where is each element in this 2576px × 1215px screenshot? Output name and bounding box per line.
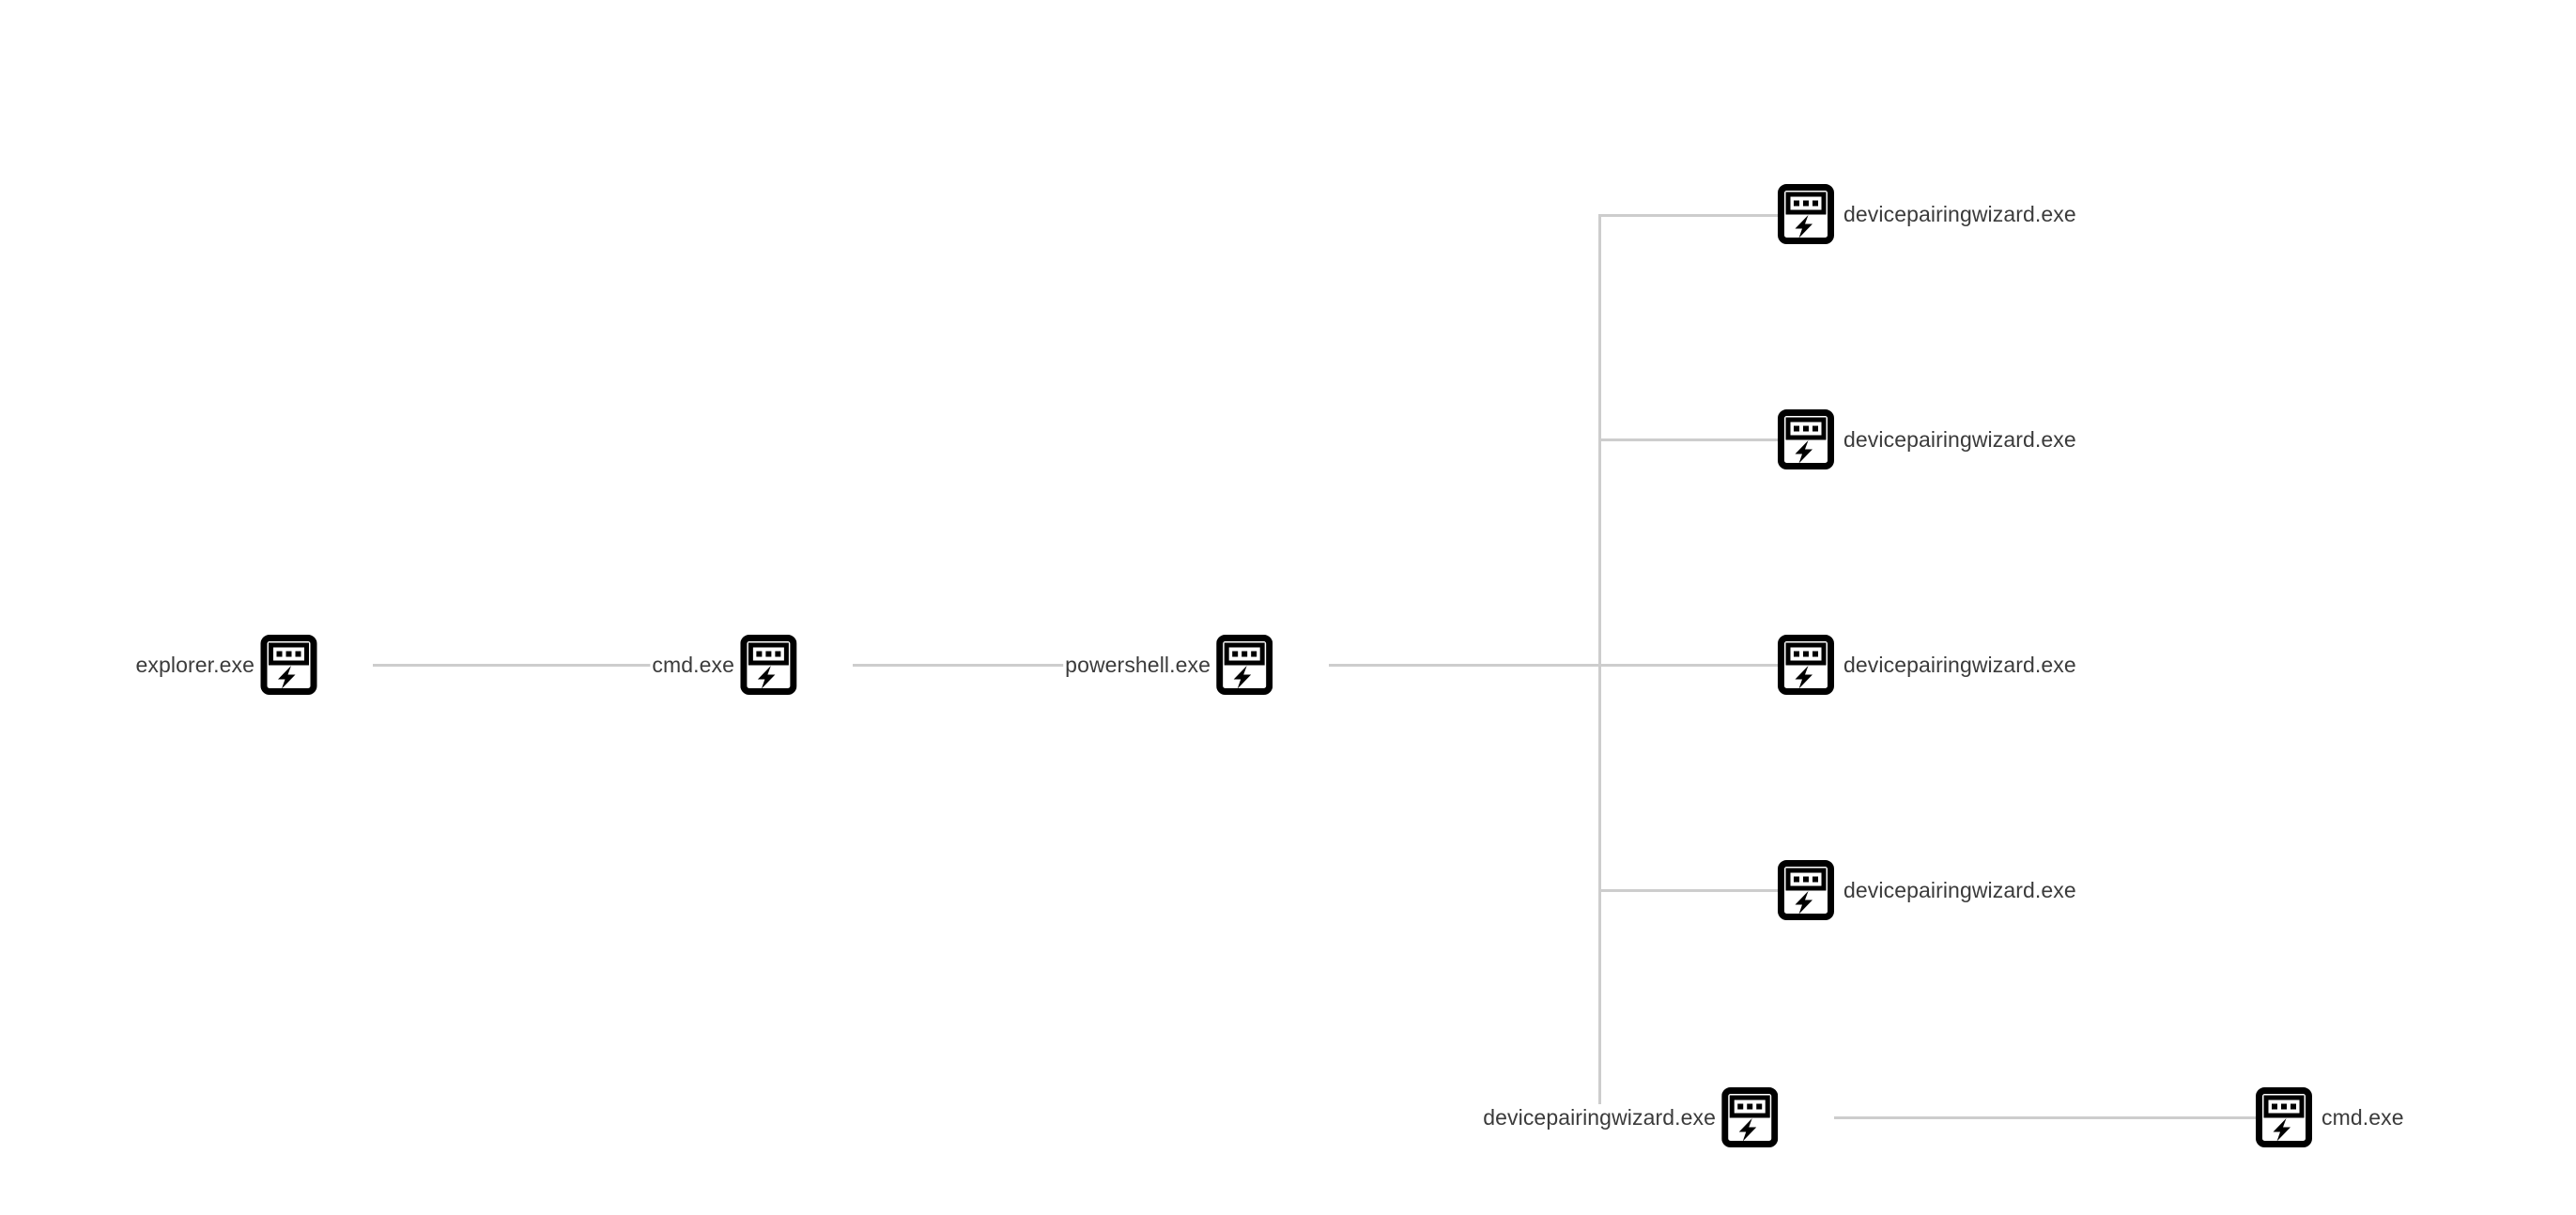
process-label: cmd.exe	[650, 651, 736, 679]
process-executable-icon[interactable]	[1778, 635, 1834, 695]
process-executable-icon[interactable]	[1778, 860, 1834, 920]
process-node-devicepairingwizard-2[interactable]: devicepairingwizard.exe	[1778, 409, 2078, 469]
process-executable-icon[interactable]	[1721, 1087, 1778, 1147]
process-node-powershell[interactable]: powershell.exe	[1063, 635, 1273, 695]
process-node-devicepairingwizard-3[interactable]: devicepairingwizard.exe	[1778, 635, 2078, 695]
process-node-cmd-1[interactable]: cmd.exe	[650, 635, 796, 695]
edge-trunk-to-devicepairingwizard-1	[1598, 214, 1778, 217]
process-label: cmd.exe	[2320, 1103, 2406, 1131]
process-node-cmd-2[interactable]: cmd.exe	[2256, 1087, 2406, 1147]
process-node-devicepairingwizard-1[interactable]: devicepairingwizard.exe	[1778, 184, 2078, 244]
edge-trunk-to-devicepairingwizard-4	[1598, 889, 1778, 892]
process-label: powershell.exe	[1063, 651, 1212, 679]
process-executable-icon[interactable]	[1778, 409, 1834, 469]
process-executable-icon[interactable]	[2256, 1087, 2312, 1147]
process-label: devicepairingwizard.exe	[1842, 200, 2078, 228]
process-executable-icon[interactable]	[260, 635, 316, 695]
process-node-devicepairingwizard-5[interactable]: devicepairingwizard.exe	[1481, 1087, 1778, 1147]
process-label: devicepairingwizard.exe	[1481, 1103, 1718, 1131]
process-executable-icon[interactable]	[1216, 635, 1273, 695]
process-executable-icon[interactable]	[1778, 184, 1834, 244]
process-label: devicepairingwizard.exe	[1842, 425, 2078, 454]
edge-devicepairingwizard-to-cmd	[1834, 1116, 2256, 1119]
process-label: devicepairingwizard.exe	[1842, 651, 2078, 679]
process-node-devicepairingwizard-4[interactable]: devicepairingwizard.exe	[1778, 860, 2078, 920]
process-node-explorer[interactable]: explorer.exe	[133, 635, 316, 695]
edge-trunk-vertical	[1598, 214, 1601, 1117]
process-label: devicepairingwizard.exe	[1842, 876, 2078, 904]
process-executable-icon[interactable]	[740, 635, 796, 695]
edge-powershell-to-devicepairingwizard	[1329, 664, 1778, 667]
edge-trunk-to-devicepairingwizard-2	[1598, 438, 1778, 441]
process-label: explorer.exe	[133, 651, 256, 679]
